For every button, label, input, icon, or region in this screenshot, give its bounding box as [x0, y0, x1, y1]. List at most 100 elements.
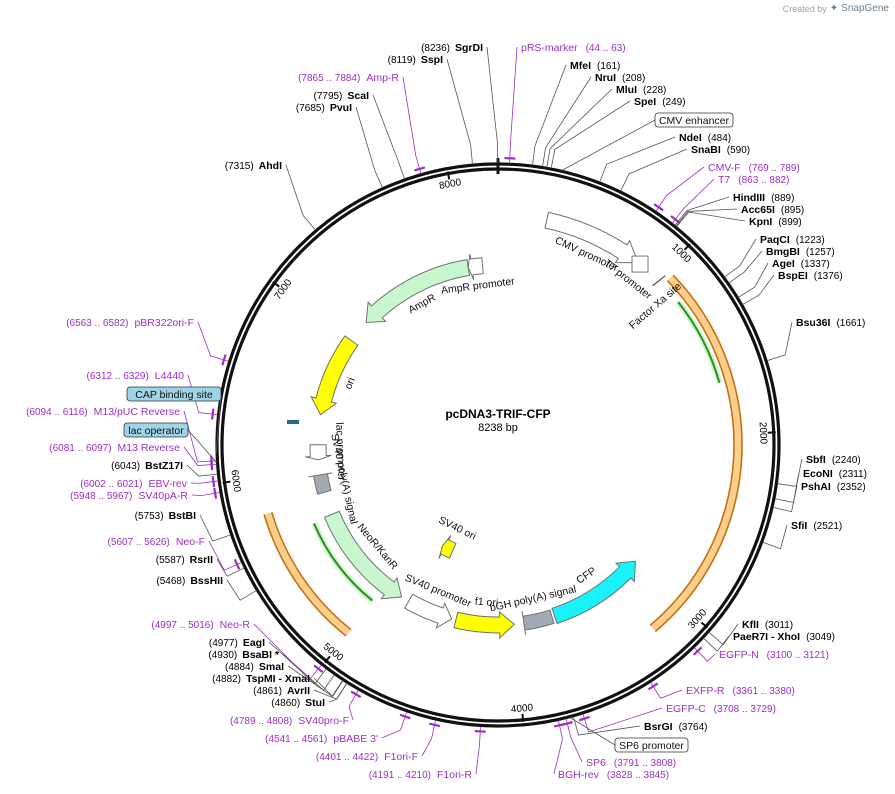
site-mfei-pos: (161)	[597, 61, 620, 72]
primer-sv40pro-f-range: (4789 .. 4808)	[230, 716, 292, 727]
site-pvui-leader	[355, 106, 383, 188]
feature-ori-label: ori	[342, 376, 358, 391]
primer-m13-reverse-name: M13 Reverse	[118, 442, 181, 454]
site-bsabi-name: BsaBI *	[242, 649, 280, 661]
feature-ampr-promoter	[467, 253, 484, 280]
feature-sv40-poly-a-signal	[308, 472, 333, 495]
boxed-lac-operator-box	[123, 422, 189, 438]
orange-orf-2	[264, 512, 351, 636]
feature-t7-promoter	[631, 255, 649, 273]
feature-ampr	[365, 259, 471, 324]
site-sspi-leader	[446, 58, 473, 165]
ruler-tick	[521, 713, 525, 722]
site-sfii-name: SfiI	[791, 520, 807, 532]
site-paqci-leader	[724, 238, 757, 278]
site-bsrgi-name: BsrGI	[644, 721, 673, 733]
site-kfli: KflI(3011)	[742, 619, 793, 631]
site-kpni: KpnI(899)	[749, 216, 802, 228]
site-smai: SmaI(4884)	[225, 661, 284, 673]
primer-f1ori-r-range: (4191 .. 4210)	[369, 770, 431, 781]
site-rsrii-pos: (5587)	[156, 555, 185, 566]
site-rsrii-name: RsrII	[190, 554, 213, 566]
primer-exfp-r: EXFP-R(3361 .. 3380)	[686, 685, 795, 697]
site-acc65i-pos: (895)	[781, 205, 804, 216]
site-acc65i: Acc65I (895)	[741, 204, 804, 216]
primer-f1ori-r-leader	[475, 726, 481, 775]
site-paqci: PaqCI(1223)	[760, 234, 825, 246]
primer-bgh-rev-range: (3828 .. 3845)	[607, 770, 669, 781]
site-acc65i-name: Acc65I	[741, 204, 775, 216]
primer-m13-reverse-range: (6081 .. 6097)	[49, 443, 111, 454]
orf-layer	[263, 274, 743, 637]
ruler-tick	[222, 480, 231, 484]
primer-l4440: L4440(6312 .. 6329)	[87, 370, 185, 382]
plasmid-name: pcDNA3-TRIF-CFP	[445, 407, 550, 421]
backbone-outer-ring	[215, 162, 781, 728]
ruler-tick-label: 8000	[438, 177, 462, 192]
site-ahdi-pos: (7315)	[225, 161, 254, 172]
watermark: Created by ✦ SnapGene	[783, 3, 889, 14]
primer-egfp-c-name: EGFP-C	[666, 703, 706, 715]
primer-exfp-r-name: EXFP-R	[686, 685, 725, 697]
site-bmgbi-name: BmgBI	[766, 246, 800, 258]
primer-pbabe-3-leader	[381, 711, 408, 739]
site-ndei-pos: (484)	[708, 133, 731, 144]
primer-neo-r: Neo-R(4997 .. 5016)	[151, 619, 250, 631]
site-kpni-pos: (899)	[778, 217, 801, 228]
boxed-sp6-promoter-leader	[569, 717, 616, 746]
orange-orf-2-edge	[270, 511, 352, 631]
primer-neo-f: Neo-F(5607 .. 5626)	[108, 536, 205, 548]
site-stui-leader	[328, 682, 348, 703]
primer-sv40pro-f: SV40pro-F(4789 .. 4808)	[230, 715, 349, 727]
leader-layer	[183, 46, 803, 775]
primer-prs-marker-name: pRS-marker	[521, 42, 578, 54]
site-bstz17i-leader	[186, 464, 218, 477]
site-mfei: MfeI(161)	[570, 60, 620, 72]
primer-sv40pa-r-range: (5948 .. 5967)	[70, 491, 132, 502]
site-smai-name: SmaI	[259, 661, 284, 673]
feature-f1-ori-label: f1 ori	[474, 596, 498, 610]
primer-bgh-rev: BGH-rev (3828 .. 3845)	[558, 769, 669, 781]
boxed-lac-operator-label: lac operator	[128, 425, 184, 437]
boxed-cap-binding-site-label: CAP binding site	[135, 389, 213, 401]
site-stui-name: StuI	[305, 697, 325, 709]
primer-sv40pa-r-leader	[191, 492, 221, 497]
site-spei-pos: (249)	[662, 97, 685, 108]
primer-ebv-rev-name: EBV-rev	[148, 478, 187, 490]
primer-cmv-f: CMV-F(769 .. 789)	[708, 162, 800, 174]
boxed-cmv-enhancer-box	[654, 112, 734, 128]
site-bstbi-name: BstBI	[169, 510, 197, 522]
feature-f1-ori	[453, 610, 516, 640]
primer-sp6-range: (3791 .. 3808)	[614, 758, 676, 769]
site-bmgbi: BmgBI (1257)	[766, 246, 835, 258]
site-sfii-leader	[762, 524, 788, 550]
site-paqci-name: PaqCI	[760, 234, 790, 246]
site-bstbi-pos: (5753)	[135, 511, 164, 522]
site-bmgbi-pos: (1257)	[806, 247, 835, 258]
primer-pbabe-3-range: (4541 .. 4561)	[265, 734, 327, 745]
boxed-cap-binding-site-leader	[215, 393, 222, 454]
site-agei-name: AgeI	[772, 258, 795, 270]
site-snabi-leader	[620, 148, 688, 192]
primer-amp-r-name: Amp-R	[366, 72, 399, 84]
site-spei-name: SpeI	[634, 96, 656, 108]
site-eagi-name: EagI	[243, 637, 265, 649]
site-bmgbi-leader	[728, 250, 763, 284]
primer-m13-reverse-leader	[183, 446, 217, 466]
snapgene-logo-icon: ✦	[829, 3, 839, 14]
site-bstz17i-pos: (6043)	[111, 461, 140, 472]
primer-f1ori-f-range: (4401 .. 4422)	[316, 752, 378, 763]
site-scai: ScaI(7795)	[313, 90, 369, 102]
orange-orf-2-edge	[263, 514, 347, 637]
site-mlui-pos: (228)	[643, 85, 666, 96]
site-hindiii-name: HindIII	[733, 192, 765, 204]
site-scai-leader	[372, 94, 405, 180]
primer-bgh-rev-name: BGH-rev	[558, 769, 600, 781]
primer-f1ori-f: F1ori-F(4401 .. 4422)	[316, 751, 418, 763]
site-ahdi-name: AhdI	[259, 160, 282, 172]
boxed-lac-operator: lac operator	[123, 422, 189, 438]
primer-cmv-f-name: CMV-F	[708, 162, 741, 174]
site-tspmi-xmai-pos: (4882)	[212, 674, 241, 685]
primer-t7-name: T7	[718, 174, 730, 186]
primer-egfp-c-leader	[582, 707, 663, 733]
